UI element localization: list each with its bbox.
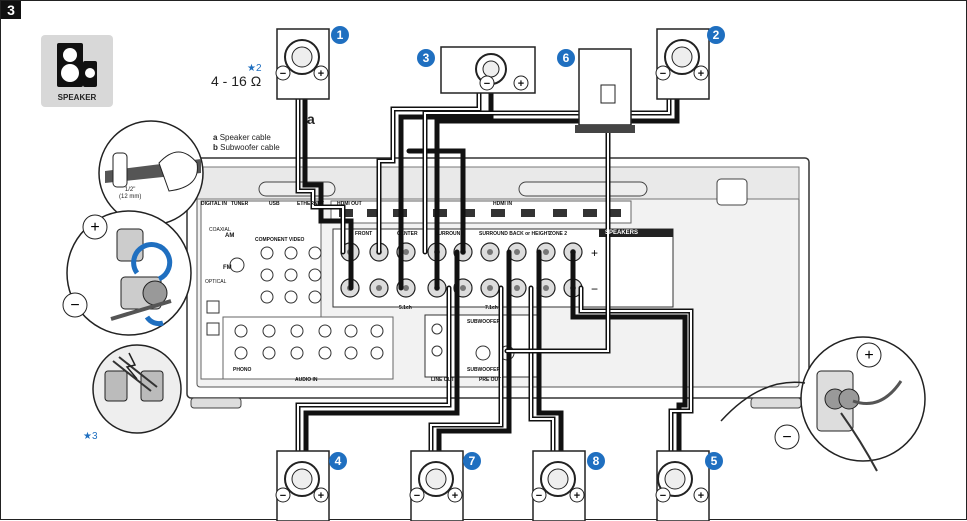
label-phono: PHONO — [233, 367, 252, 373]
label-tuner: TUNER — [231, 201, 249, 207]
speaker-1 — [275, 28, 330, 100]
svg-text:−: − — [414, 490, 420, 502]
speaker-5 — [655, 450, 710, 521]
speaker-6-subwoofer — [575, 48, 635, 133]
impedance-value: 4 - 16 Ω — [211, 73, 262, 89]
label-digital-in: DIGITAL IN — [201, 201, 227, 207]
label-component-video: COMPONENT VIDEO — [255, 237, 305, 243]
speaker-icon — [57, 43, 97, 87]
label-speakers: SPEAKERS — [605, 230, 639, 236]
short-circuit-inset — [92, 344, 182, 434]
speaker-number-4: 4 — [329, 452, 347, 470]
svg-text:−: − — [280, 68, 286, 80]
speaker-number-7: 7 — [463, 452, 481, 470]
svg-text:+: + — [518, 78, 524, 90]
label-front: FRONT — [355, 231, 373, 237]
svg-text:−: − — [536, 490, 542, 502]
svg-text:+: + — [698, 68, 704, 80]
speaker-7 — [409, 450, 464, 521]
label-coaxial: COAXIAL — [209, 227, 231, 233]
speaker-2 — [655, 28, 710, 100]
label-fm: FM — [223, 265, 232, 271]
svg-text:+: + — [698, 490, 704, 502]
svg-text:+: + — [864, 347, 873, 364]
speaker-4 — [275, 450, 330, 521]
strip-length: 1/2"(12 mm) — [119, 187, 142, 200]
label-subwoofer: SUBWOOFER — [467, 319, 501, 325]
speaker-terminal-inset: + − — [720, 336, 926, 472]
impedance-star: ★2 — [247, 63, 262, 74]
speaker-number-3: 3 — [417, 49, 435, 67]
speaker-number-6: 6 — [557, 49, 575, 67]
svg-text:−: − — [660, 68, 666, 80]
svg-text:−: − — [280, 490, 286, 502]
legend-b: b Subwoofer cable — [213, 143, 280, 152]
svg-text:+: + — [574, 490, 580, 502]
legend-a: a Speaker cable — [213, 133, 271, 142]
speaker-number-8: 8 — [587, 452, 605, 470]
label-subwoofer-2: SUBWOOFER — [467, 367, 501, 373]
speaker-number-1: 1 — [331, 26, 349, 44]
label-zone2: ZONE 2 — [549, 231, 568, 237]
label-hdmi-out: HDMI OUT — [337, 201, 362, 207]
label-surround: SURROUND — [435, 231, 464, 237]
cable-strip-inset — [98, 120, 204, 226]
label-usb: USB — [269, 201, 280, 207]
label-surround-back-height: SURROUND BACK or HEIGHT — [479, 231, 551, 237]
speaker-8 — [531, 450, 586, 521]
svg-text:+: + — [90, 219, 99, 236]
svg-text:+: + — [318, 68, 324, 80]
speaker-badge-label: SPEAKER — [57, 93, 97, 102]
label-center: CENTER — [397, 231, 418, 237]
label-71ch: 7.1ch — [485, 305, 498, 311]
svg-text:−: − — [782, 429, 791, 446]
label-optical: OPTICAL — [205, 279, 227, 285]
label-ethernet: ETHERNET — [297, 201, 324, 207]
speaker-number-2: 2 — [707, 26, 725, 44]
svg-text:−: − — [660, 490, 666, 502]
star3-label: ★3 — [83, 431, 98, 442]
label-audio-in: AUDIO IN — [295, 377, 318, 383]
label-hdmi-in: HDMI IN — [493, 201, 513, 207]
speaker-3 — [440, 46, 536, 94]
label-pre-out: PRE OUT — [479, 377, 502, 383]
svg-text:−: − — [591, 282, 598, 296]
label-am: AM — [225, 233, 235, 239]
speaker-number-5: 5 — [705, 452, 723, 470]
svg-text:−: − — [70, 297, 79, 314]
svg-text:+: + — [452, 490, 458, 502]
svg-text:−: − — [484, 78, 490, 90]
step-number: 3 — [1, 1, 21, 19]
svg-text:+: + — [318, 490, 324, 502]
cable-a-marker: a — [307, 111, 315, 127]
label-line-out: LINE OUT — [431, 377, 455, 383]
svg-text:+: + — [591, 246, 598, 260]
label-51ch: 5.1ch — [399, 305, 412, 311]
speaker-badge: SPEAKER — [41, 35, 113, 107]
terminal-inset: + − — [62, 210, 192, 336]
cable-legend: a Speaker cable b Subwoofer cable — [213, 133, 280, 153]
